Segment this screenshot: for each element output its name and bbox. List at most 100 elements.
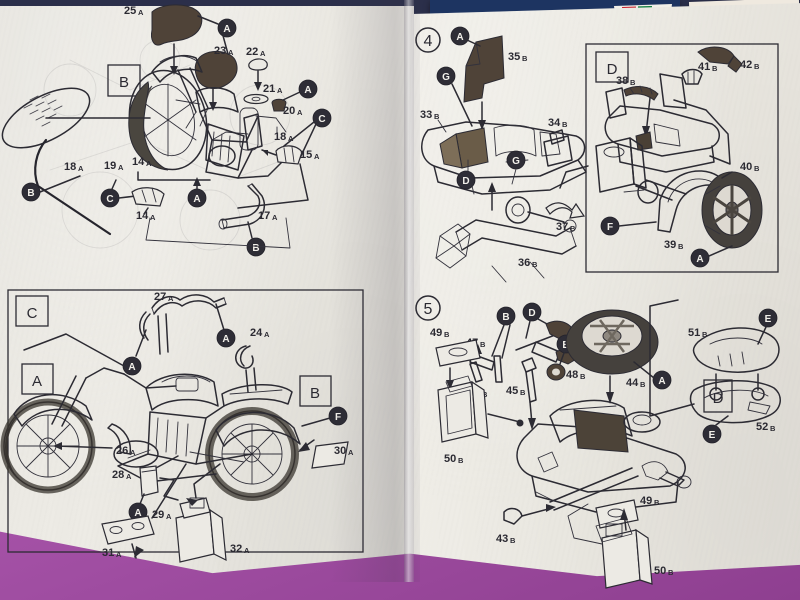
svg-text:B: B — [510, 536, 516, 545]
svg-text:A: A — [134, 508, 141, 519]
part-31a-shape — [101, 515, 155, 545]
callout-a-1: A — [217, 18, 237, 38]
label-14a: 14 — [136, 210, 149, 222]
label-42b: 42 — [740, 59, 752, 71]
callout-d-step4: D — [456, 170, 476, 190]
label-51b: 51 — [688, 327, 700, 339]
svg-text:A: A — [228, 48, 234, 57]
part-35b-shape — [463, 35, 505, 103]
svg-text:A: A — [304, 85, 311, 96]
label-21a: 21 — [263, 83, 275, 95]
label-35b: 35 — [508, 51, 520, 63]
callout-e-step5-1: E — [758, 308, 778, 328]
label-17a: 17 — [258, 210, 270, 222]
svg-text:B: B — [310, 385, 320, 402]
svg-text:B: B — [458, 456, 464, 465]
svg-text:B: B — [444, 330, 450, 339]
callout-a-2: A — [298, 79, 318, 99]
svg-text:A: A — [260, 49, 266, 58]
box-letter-c: C — [15, 295, 49, 327]
label-49b-2: 49 — [640, 495, 652, 507]
callout-a-step4: A — [450, 26, 470, 46]
label-50b-2: 50 — [654, 565, 666, 577]
box-letter-a: A — [21, 363, 54, 395]
callout-c-1: C — [100, 188, 120, 208]
svg-text:B: B — [27, 188, 34, 199]
svg-text:A: A — [223, 24, 230, 35]
part-49b-shape — [435, 339, 481, 367]
svg-text:G: G — [512, 156, 520, 167]
callout-b-1: B — [21, 182, 41, 202]
label-38b: 38 — [616, 75, 628, 87]
callout-a-step5: A — [652, 370, 672, 390]
panel-step-c: C A B 27 A A — [0, 268, 400, 568]
step-number-5: 5 — [415, 295, 441, 321]
label-45b: 45 — [506, 385, 518, 397]
sidecar-body-step5 — [516, 399, 692, 513]
part-41b-shape — [681, 68, 703, 85]
panel-step-4: 4 35 B A G — [410, 14, 800, 284]
callout-d-step5: D — [522, 302, 542, 322]
svg-text:D: D — [713, 390, 724, 407]
label-24a: 24 — [250, 327, 263, 339]
label-49b: 49 — [430, 327, 442, 339]
part-42b-shape — [697, 46, 743, 73]
label-48b: 48 — [566, 369, 578, 381]
part-50b-shape — [437, 375, 489, 443]
svg-text:C: C — [27, 305, 38, 322]
label-23a: 23 — [214, 45, 226, 57]
svg-text:A: A — [78, 164, 84, 173]
box-letter-b-panel-c: B — [299, 375, 332, 407]
label-50b: 50 — [444, 453, 456, 465]
callout-e-step5-2: E — [702, 424, 722, 444]
part-27a-shape — [139, 294, 227, 355]
svg-text:A: A — [314, 152, 320, 161]
step-number-4: 4 — [415, 27, 441, 53]
svg-text:A: A — [32, 373, 42, 390]
svg-text:A: A — [166, 512, 172, 521]
panel-step-5: 5 B D 47 B — [410, 286, 800, 589]
svg-text:B: B — [480, 340, 486, 349]
part-38b-shape — [623, 85, 659, 101]
svg-text:B: B — [678, 242, 684, 251]
label-52b: 52 — [756, 421, 768, 433]
svg-text:B: B — [502, 312, 509, 323]
svg-text:A: A — [118, 163, 124, 172]
label-34b: 34 — [548, 117, 561, 129]
svg-text:D: D — [462, 176, 469, 187]
label-19a: 14 — [132, 156, 145, 168]
svg-text:A: A — [222, 334, 229, 345]
part-16a-shape — [1, 87, 112, 236]
svg-text:B: B — [570, 224, 576, 233]
part-43b-shape — [503, 507, 523, 525]
svg-text:B: B — [580, 372, 586, 381]
svg-text:C: C — [318, 114, 325, 125]
svg-text:F: F — [607, 222, 613, 233]
part-34b-shape — [543, 129, 573, 167]
svg-text:A: A — [277, 86, 283, 95]
callout-b-2: B — [246, 237, 266, 257]
part-52b-shape — [689, 380, 781, 424]
svg-text:D: D — [607, 61, 618, 78]
label-22a: 22 — [246, 46, 258, 58]
callout-f-step4: F — [600, 216, 620, 236]
part-32a-shape — [175, 497, 227, 563]
sidecar-assembly-d — [595, 73, 731, 204]
label-20a: 20 — [283, 105, 295, 117]
svg-text:A: A — [138, 8, 144, 17]
svg-text:B: B — [252, 243, 259, 254]
svg-text:A: A — [658, 376, 665, 387]
svg-text:4: 4 — [424, 33, 433, 50]
svg-text:B: B — [520, 388, 526, 397]
part-26a-shape — [107, 423, 132, 455]
part-33b-shape — [421, 121, 587, 195]
part-48b-shape — [546, 363, 566, 381]
label-15a: 15 — [300, 149, 312, 161]
part-24a-shape — [235, 345, 257, 393]
svg-text:A: A — [456, 32, 463, 43]
box-letter-d-step5: D — [703, 379, 733, 413]
svg-text:A: A — [130, 448, 136, 457]
panel-step-b: B A 25 A 23 A — [0, 0, 410, 275]
motorcycle-line-art-c — [0, 367, 301, 501]
svg-text:G: G — [442, 72, 450, 83]
